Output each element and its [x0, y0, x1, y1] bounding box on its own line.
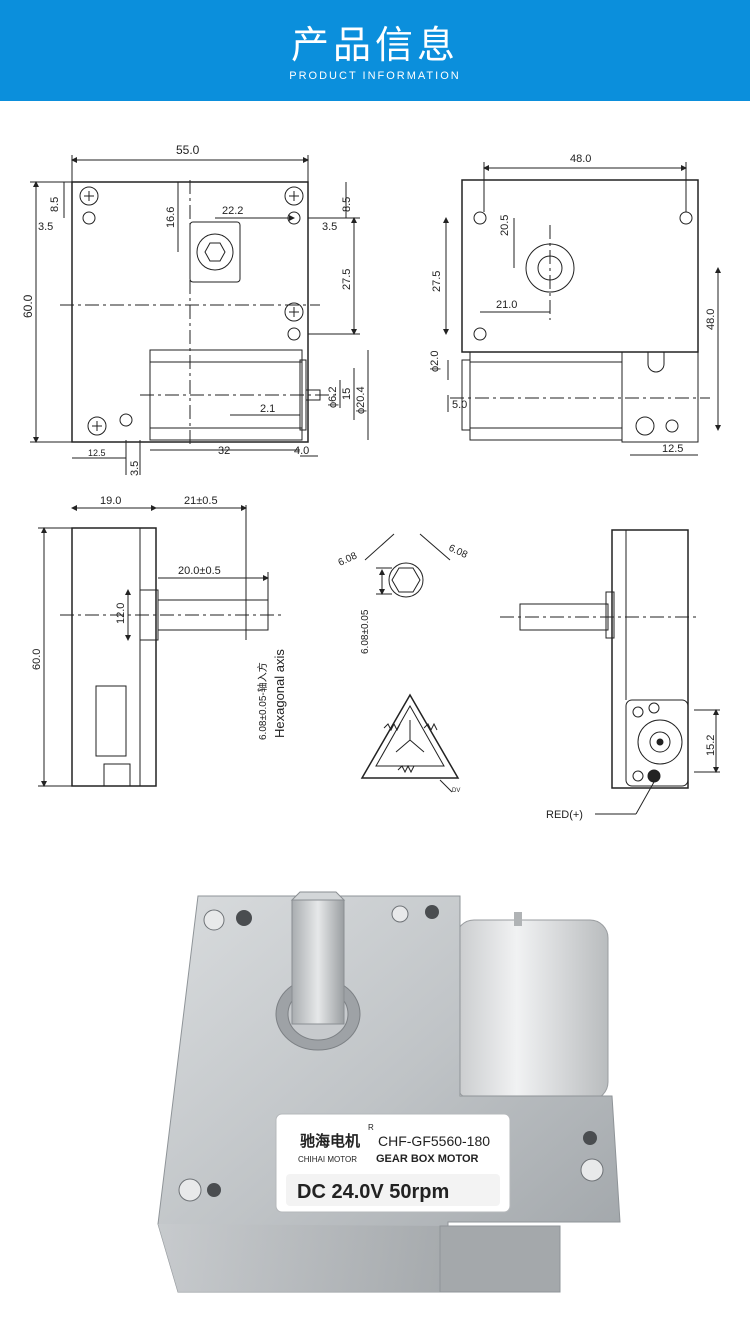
header-banner: 产品信息 PRODUCT INFORMATION [0, 0, 750, 101]
label-brand-en: CHIHAI MOTOR [298, 1155, 357, 1164]
label-brand-cn: 驰海电机 [300, 1132, 360, 1150]
end-wire-label: RED(+) [546, 809, 583, 821]
back-dim-width: 48.0 [570, 153, 591, 165]
front-dim-width: 55.0 [176, 143, 200, 157]
schematic-label: DV [452, 788, 460, 794]
front-dim-2-1: 2.1 [260, 403, 275, 415]
back-dim-27-5: 27.5 [431, 271, 443, 292]
side-view-drawing [38, 505, 285, 787]
front-dim-motor-dia: ϕ20.4 [355, 386, 367, 414]
back-dim-20-5: 20.5 [499, 215, 511, 236]
hex-detail-drawing [364, 533, 451, 598]
technical-drawings: 55.0 60.0 8.5 8.5 16.6 22.2 3.5 3.5 27.5… [21, 143, 721, 821]
label-model: CHF-GF5560-180 [378, 1133, 490, 1149]
product-label [275, 1113, 511, 1213]
back-view-drawing [443, 162, 721, 456]
end-view-drawing [500, 529, 720, 815]
front-dim-hole-spacing: 27.5 [341, 269, 353, 290]
front-dim-motor-15: 15 [341, 388, 353, 400]
back-dim-5-0: 5.0 [452, 399, 467, 411]
front-dim-shaft-y: 16.6 [165, 207, 177, 228]
front-dim-4-0: 4.0 [294, 445, 309, 457]
end-dim-15-2: 15.2 [705, 735, 717, 756]
front-dim-top-left: 8.5 [49, 197, 61, 212]
mounting-holes [207, 905, 597, 1197]
side-dim-19: 19.0 [100, 495, 121, 507]
front-dim-32: 32 [218, 445, 230, 457]
side-dim-20: 20.0±0.5 [178, 565, 221, 577]
side-axis-note: 6.08±0.05-轴入方 [256, 662, 269, 740]
front-dim-shaft-x: 22.2 [222, 205, 243, 217]
wiring-schematic [360, 693, 460, 793]
side-dim-21: 21±0.5 [184, 495, 218, 507]
back-dim-12-5: 12.5 [662, 443, 683, 455]
label-rating: DC 24.0V 50rpm [297, 1181, 449, 1203]
front-dim-left-offset: 3.5 [38, 221, 53, 233]
motor-can [455, 912, 609, 1101]
label-type: GEAR BOX MOTOR [376, 1153, 479, 1165]
front-dim-top-right: 8.5 [341, 197, 353, 212]
back-dim-height: 48.0 [705, 309, 717, 330]
page-title: 产品信息 [290, 23, 459, 67]
label-registered: R [368, 1123, 374, 1132]
page-subtitle: PRODUCT INFORMATION [289, 70, 461, 82]
front-dim-height: 60.0 [21, 294, 35, 318]
front-dim-3-5-bottom: 3.5 [129, 461, 141, 476]
mounting-screws [178, 905, 604, 1202]
output-shaft [275, 891, 361, 1051]
side-axis-note-en: Hexagonal axis [272, 649, 287, 738]
back-dim-pin-dia: ϕ2.0 [429, 351, 441, 372]
front-view-drawing [30, 155, 369, 475]
side-dim-60: 60.0 [31, 649, 43, 670]
front-dim-motor-shaft: ϕ6.2 [327, 387, 339, 408]
front-dim-12-5: 12.5 [88, 448, 106, 458]
back-dim-21-0: 21.0 [496, 299, 517, 311]
front-dim-right-offset: 3.5 [322, 221, 337, 233]
hex-dim-height: 6.08±0.05 [360, 609, 371, 654]
side-dim-12: 12.0 [115, 603, 127, 624]
